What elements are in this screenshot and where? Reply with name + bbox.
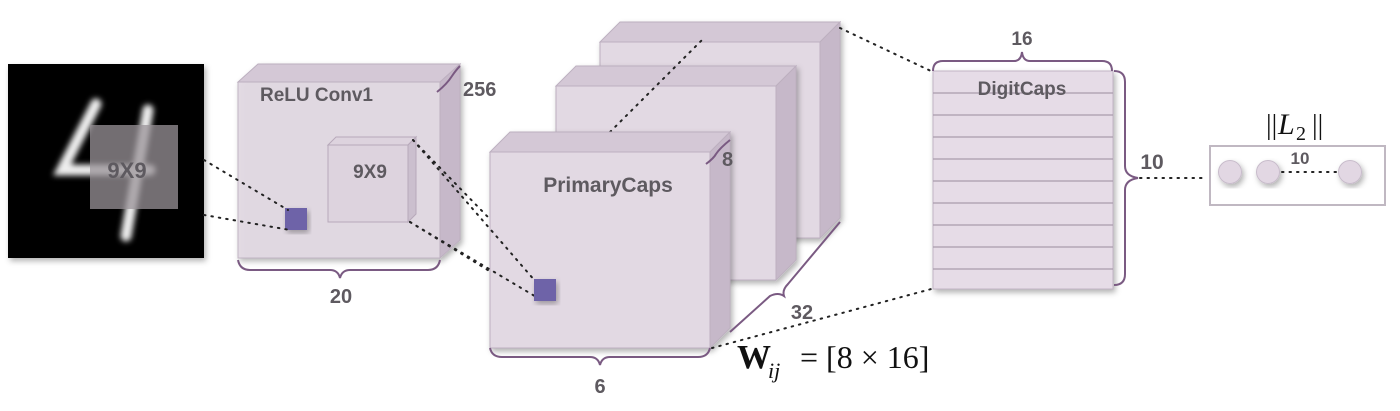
norm-bar-left: || <box>1266 110 1277 141</box>
conv1-width-label: 20 <box>330 286 352 308</box>
digitcaps-height-brace <box>1113 70 1139 286</box>
digitcaps-rows <box>933 92 1113 270</box>
input-kernel-label: 9X9 <box>107 158 146 183</box>
conv1-title: ReLU Conv1 <box>260 85 373 106</box>
conv1-kernel-label: 9X9 <box>353 162 387 183</box>
primarycaps-width-label: 6 <box>594 376 605 398</box>
weight-dimensions: = [8 × 16] <box>800 339 929 375</box>
conv1-unit <box>285 208 307 230</box>
primarycaps-depth-brace <box>705 139 731 165</box>
norm-bar-right: || <box>1312 110 1323 141</box>
digitcaps-height-label: 10 <box>1140 151 1163 174</box>
output-nodes <box>1218 160 1362 184</box>
primarycaps-unit <box>534 279 556 301</box>
l2-norm-label: || L 2 || <box>1266 108 1323 145</box>
norm-symbol: L <box>1277 108 1295 141</box>
conv1-depth-brace <box>436 65 461 93</box>
primarycaps-title: PrimaryCaps <box>543 174 673 197</box>
output-node <box>1218 160 1242 184</box>
output-node <box>1256 160 1280 184</box>
weight-symbol: W <box>737 339 771 376</box>
conv1-kernel-box <box>326 135 418 224</box>
digitcaps-title: DigitCaps <box>978 79 1067 100</box>
digitcaps-width-label: 16 <box>1011 29 1032 50</box>
norm-subscript: 2 <box>1296 123 1306 145</box>
input-image: 9X9 <box>8 64 204 258</box>
output-count-label: 10 <box>1291 149 1310 168</box>
primarycaps-width-brace <box>489 347 711 366</box>
conv1-width-brace <box>237 259 441 279</box>
weight-matrix-formula: W ij = [8 × 16] <box>737 339 929 383</box>
digitcaps-width-brace <box>932 51 1113 72</box>
conv1-depth-label: 256 <box>463 79 496 101</box>
primarycaps-block-front <box>488 130 732 350</box>
output-node <box>1338 160 1362 184</box>
primarycaps-count-brace <box>729 221 841 333</box>
weight-subscript: ij <box>768 358 780 383</box>
primarycaps-count-label: 32 <box>791 302 813 324</box>
primarycaps-depth-label: 8 <box>722 149 733 171</box>
digitcaps-block <box>932 70 1114 290</box>
receptive-field-overlay <box>90 125 178 209</box>
